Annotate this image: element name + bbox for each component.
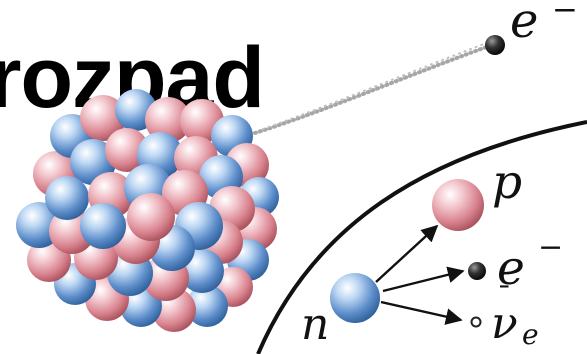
antineutrino-bar: ¯ [497, 280, 512, 314]
electron-top-superscript: − [552, 0, 578, 28]
electron-top-label: e [510, 0, 538, 49]
electron-top: e − [485, 0, 578, 55]
emission-trail [255, 42, 492, 133]
neutron-label: n [301, 299, 329, 350]
proton-label: p [492, 155, 522, 210]
electron-particle [468, 262, 486, 280]
antineutrino-particle [472, 318, 481, 327]
decay-products: n p e − ν ¯ e [301, 155, 563, 351]
nucleus [16, 89, 279, 332]
proton-particle [432, 179, 484, 231]
antineutrino-subscript: e [522, 318, 539, 351]
neutron-particle [330, 273, 380, 323]
electron-superscript: − [538, 230, 563, 265]
